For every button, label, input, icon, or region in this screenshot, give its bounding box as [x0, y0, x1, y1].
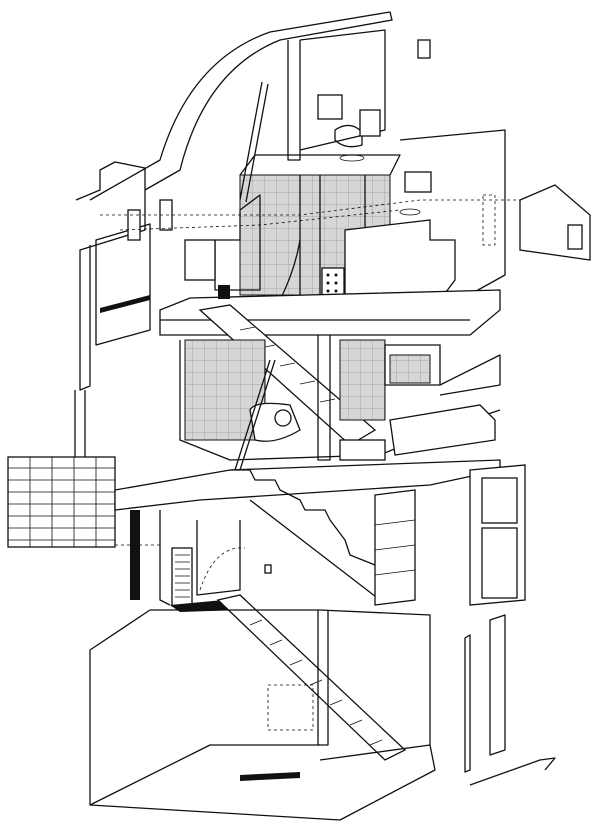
upper-bathroom	[317, 39, 431, 162]
roof-ladder-rail	[239, 81, 269, 203]
ground-floor-slab	[114, 459, 501, 600]
basement-box	[89, 609, 436, 821]
right-dormer	[399, 129, 591, 301]
basement-stair	[216, 594, 407, 761]
ground-room	[159, 510, 272, 612]
lower-right-cabinet	[374, 464, 526, 606]
detached-wall-panels	[464, 614, 556, 786]
living-room	[179, 335, 501, 471]
left-exploded-wall	[74, 161, 173, 461]
trellis-screen	[7, 456, 116, 548]
roof-curved-wall	[89, 11, 393, 201]
